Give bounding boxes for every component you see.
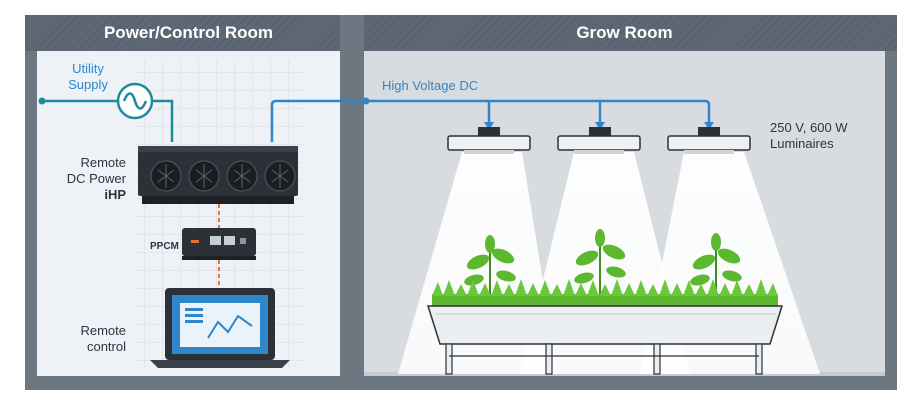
power-control-room-title: Power/Control Room <box>103 23 274 42</box>
luminaire-spec-label: 250 V, 600 W Luminaires <box>770 120 848 151</box>
hvdc-arrow-1 <box>484 122 494 130</box>
luminaire-icon <box>667 127 751 154</box>
luminaire-icon <box>447 127 531 154</box>
hvdc-cable <box>270 99 711 142</box>
hvdc-arrow-2 <box>595 122 605 130</box>
plant-icon <box>574 229 626 300</box>
ac-source-icon <box>116 82 154 120</box>
plant-icon <box>464 235 516 300</box>
planter-table <box>426 305 784 375</box>
plant-icon <box>690 233 742 300</box>
utility-cable <box>42 99 174 142</box>
power-supply-icon <box>138 146 298 204</box>
high-voltage-dc-label: High Voltage DC <box>382 78 479 93</box>
ppcm-module-icon <box>182 228 256 260</box>
hvdc-cable-end <box>362 97 370 105</box>
grass-strip <box>432 279 778 306</box>
hvdc-arrow-3 <box>704 122 714 130</box>
utility-supply-label: Utility Supply <box>68 61 108 92</box>
remote-control-label: Remote control <box>80 323 126 354</box>
grow-room-title: Grow Room <box>576 23 673 42</box>
luminaire-icon <box>557 127 641 154</box>
room-divider <box>340 15 364 390</box>
laptop-icon <box>150 288 290 368</box>
ppcm-label: PPCM <box>150 241 179 252</box>
remote-dc-power-label: Remote DC Power iHP <box>66 155 126 202</box>
header-bar <box>25 15 897 51</box>
utility-cable-end <box>38 97 46 105</box>
